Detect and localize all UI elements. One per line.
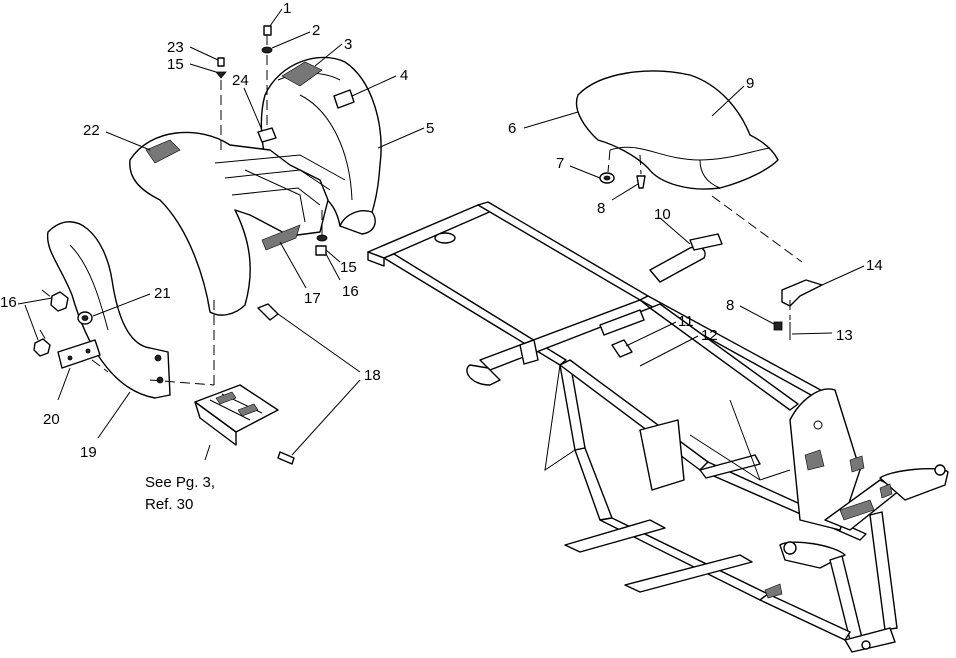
fender-label-part-4 [333,89,355,109]
callout-18: 18 [364,367,381,384]
callout-13: 13 [836,327,853,344]
callout-labels: 1 2 3 4 5 23 15 24 22 15 16 17 16 21 20 … [0,0,883,461]
fender-reflector-part-3 [281,61,323,87]
nut-part-8-latch [773,321,783,331]
callout-16-fender: 16 [342,283,359,300]
callout-10: 10 [654,206,671,223]
mud-flap-part-17 [261,224,301,251]
bolt-part-18-upper [257,303,279,321]
callout-16-left: 16 [0,294,17,311]
nut-part-7 [599,172,615,184]
callout-8-latch: 8 [726,297,734,314]
callout-6: 6 [508,120,516,137]
skid-plate-ref-30 [194,384,279,446]
callout-19: 19 [80,444,97,461]
nut-part-16-lower [33,338,51,357]
callout-23: 23 [167,39,184,56]
bolt-part-1 [263,25,272,45]
callout-17: 17 [304,290,321,307]
washer-part-2 [261,46,273,54]
callout-7: 7 [556,155,564,172]
callout-4: 4 [400,67,408,84]
callout-15-upper: 15 [167,56,184,73]
fender-reflector-part-22 [145,139,181,164]
washer-part-15-upper [215,71,227,79]
nut-part-16-upper [50,291,69,312]
callout-2: 2 [312,22,320,39]
callout-11: 11 [678,313,694,330]
screw-part-23 [217,57,225,67]
leader-lines [17,8,865,461]
callout-5: 5 [426,120,434,137]
note-line-2: Ref. 30 [145,496,193,513]
callout-24: 24 [232,72,249,89]
callout-14: 14 [866,257,883,274]
callout-1: 1 [283,0,291,17]
washer-part-15-lower [316,234,328,242]
nut-part-16-fender [315,245,327,256]
callout-3: 3 [344,36,352,53]
frame-part-12 [367,201,949,653]
callout-20: 20 [43,411,60,428]
note-line-1: See Pg. 3, [145,474,215,491]
frame-bolt-part-11 [611,339,633,358]
callout-9: 9 [746,75,754,92]
stud-part-8-seat [636,175,646,189]
latch-bracket-part-14 [781,279,823,307]
callout-15-lower: 15 [340,259,357,276]
rear-fender-body-part-22 [129,131,346,316]
callout-22: 22 [83,122,100,139]
clip-part-24 [257,127,277,143]
reference-note: See Pg. 3, Ref. 30 [145,474,215,513]
washer-part-21 [77,311,93,325]
bolt-part-18-lower [277,451,295,465]
callout-8-seat: 8 [597,200,605,217]
callout-21: 21 [154,285,171,302]
seat-part-6 [575,70,779,190]
callout-12: 12 [701,327,718,344]
mounting-plate-part-20 [57,339,101,369]
